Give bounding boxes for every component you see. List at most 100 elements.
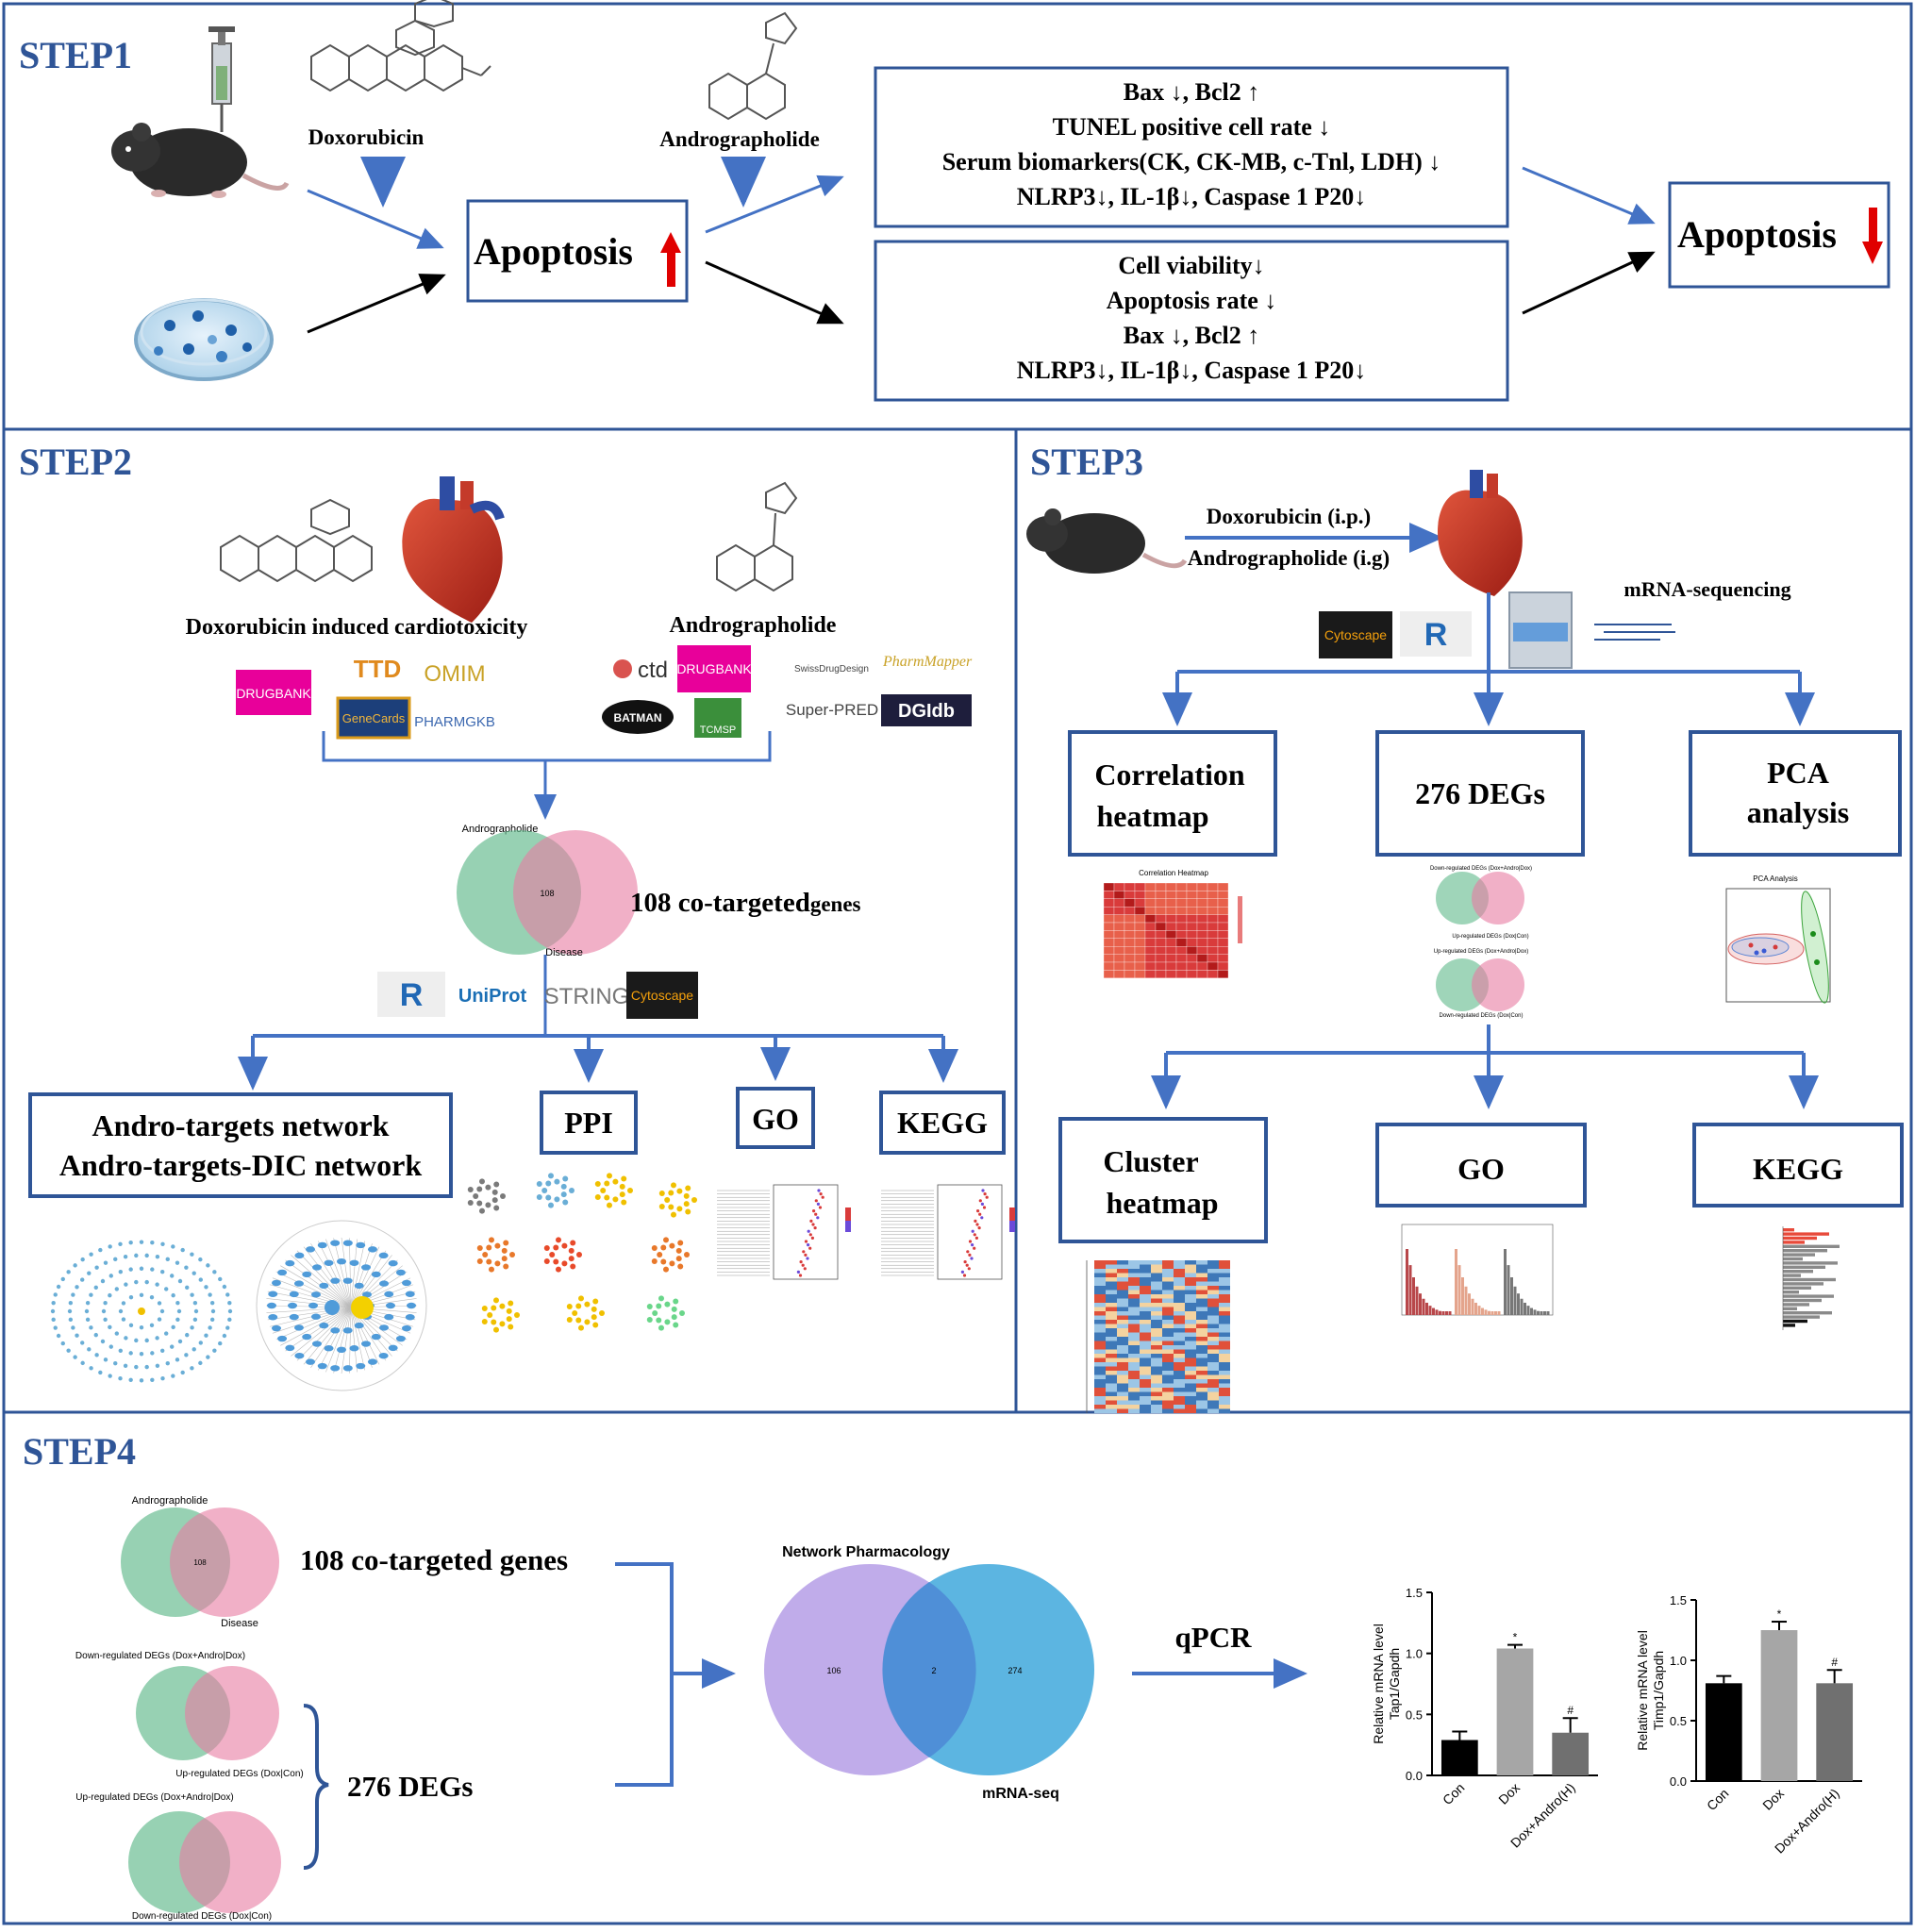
degs-venn-label-2: Up-regulated DEGs (Dox|Con) xyxy=(1452,934,1528,940)
andro-targets-network-thumbnail xyxy=(50,1240,233,1383)
kegg-box-3 xyxy=(1692,1123,1904,1208)
cluster-heatmap-box xyxy=(1058,1117,1268,1243)
venn2-bottom-label: Up-regulated DEGs (Dox|Con) xyxy=(175,1769,303,1779)
down-red-arrow-icon xyxy=(1862,208,1883,264)
qpcr-label: qPCR xyxy=(1175,1621,1253,1654)
significance-mark: * xyxy=(1513,1631,1518,1644)
r-logo-text: R xyxy=(400,977,424,1013)
y-tick-label: 1.0 xyxy=(1406,1647,1423,1661)
doxorubicin-structure-icon xyxy=(310,0,491,92)
batman-logo xyxy=(602,700,674,734)
corr-heatmap-title: Correlation Heatmap xyxy=(1139,869,1208,877)
corr-heatmap-box xyxy=(1068,730,1277,857)
kegg-box-label: KEGG xyxy=(897,1106,988,1140)
tool-logos-step3: Cytoscape R xyxy=(1319,611,1472,658)
r-logo-2-text: R xyxy=(1424,617,1448,653)
syringe-icon xyxy=(208,26,235,132)
x-tick-label: Dox xyxy=(1495,1780,1523,1807)
andrographolide-structure-icon-2 xyxy=(716,481,798,592)
y-axis-label: Relative mRNA levelTap1/Gapdh xyxy=(1371,1624,1402,1744)
invitro-to-result-arrow xyxy=(1522,251,1656,315)
sequencer-icon xyxy=(1508,591,1675,669)
cytoscape-logo-2-text: Cytoscape xyxy=(1324,627,1387,642)
go-box-label: GO xyxy=(752,1102,799,1136)
apoptosis-to-invitro-arrow xyxy=(705,260,844,325)
step4-venn-1: Andrographolide 108 Disease xyxy=(121,1495,279,1629)
genecards-logo-text: GeneCards xyxy=(342,711,406,725)
y-tick-label: 1.5 xyxy=(1406,1586,1423,1600)
invivo-line-3: Serum biomarkers(CK, CK-MB, c-Tnl, LDH) … xyxy=(942,148,1441,175)
merge-bracket xyxy=(615,1562,674,1787)
drugbank-logo-2 xyxy=(677,645,751,692)
tcmsp-logo-text: TCMSP xyxy=(700,724,737,736)
drug-label: Andrographolide xyxy=(670,613,837,638)
genecards-logo xyxy=(336,696,411,740)
step1: STEP1 xyxy=(19,0,1890,402)
corr-box-line2: heatmap xyxy=(1096,799,1208,833)
ttd-logo: TTD xyxy=(354,655,402,683)
step3-title: STEP3 xyxy=(1030,441,1143,483)
venn2-top-label: Down-regulated DEGs (Dox+Andro|Dox) xyxy=(75,1651,245,1661)
r-logo-2 xyxy=(1400,611,1472,657)
string-logo: STRING xyxy=(544,984,630,1009)
step4-title: STEP4 xyxy=(23,1430,136,1473)
apoptosis-to-invivo-arrow xyxy=(705,175,844,234)
tcmsp-logo xyxy=(694,698,741,738)
big-venn-right-label: mRNA-seq xyxy=(982,1786,1059,1802)
apoptosis-up-box xyxy=(466,199,689,303)
mouse-icon-2 xyxy=(1026,508,1188,574)
mrna-seq-label: mRNA-sequencing xyxy=(1624,577,1790,601)
corr-box-line1: Correlation xyxy=(1094,758,1245,791)
x-tick-label: Con xyxy=(1440,1780,1467,1807)
andro-dic-network-thumbnail xyxy=(256,1220,427,1391)
step2: STEP2 Doxorubicin induced cardiotoxicity… xyxy=(19,441,1015,1391)
venn1-top-label: Andrographolide xyxy=(132,1495,208,1507)
bar xyxy=(1705,1683,1742,1781)
dox-ip-label: Doxorubicin (i.p.) xyxy=(1207,505,1371,528)
pharmmapper-logo: PharmMapper xyxy=(882,654,973,670)
venn-disease-circle xyxy=(513,830,638,955)
andrographolide-label: Andrographolide xyxy=(659,127,820,151)
venn1-bottom-label: Disease xyxy=(221,1618,258,1629)
degs-box-label: 276 DEGs xyxy=(1415,776,1545,810)
invitro-line-1: Cell viability↓ xyxy=(1118,252,1264,279)
invivo-results-box xyxy=(874,66,1509,228)
cytoscape-logo-2 xyxy=(1319,611,1392,658)
apoptosis-down-label: Apoptosis xyxy=(1677,213,1837,256)
invitro-line-2: Apoptosis rate ↓ xyxy=(1107,287,1277,314)
petri-dish-icon xyxy=(134,298,274,381)
label-276-degs: 276 DEGs xyxy=(347,1770,474,1803)
invivo-line-2: TUNEL positive cell rate ↓ xyxy=(1053,113,1331,141)
step4: STEP4 Andrographolide 108 Disease 108 co… xyxy=(23,1430,1862,1922)
big-venn: Network Pharmacology 106 2 274 mRNA-seq xyxy=(764,1544,1094,1802)
degs-venn-label-4: Down-regulated DEGs (Dox|Con) xyxy=(1440,1013,1524,1019)
step4-panel xyxy=(2,1410,1913,1925)
dgidb-logo-text: DGIdb xyxy=(898,701,955,722)
doxorubicin-structure-icon-2 xyxy=(220,498,373,583)
apoptosis-down-box xyxy=(1668,181,1890,289)
go-box xyxy=(736,1087,815,1149)
pca-thumb-title: PCA Analysis xyxy=(1753,874,1798,883)
venn1-overlap: 108 xyxy=(193,1558,207,1567)
ctd-logo: ctd xyxy=(638,658,668,683)
swissdrugdesign-logo: SwissDrugDesign xyxy=(794,664,869,675)
degs-venn-label-3: Up-regulated DEGs (Dox+Andro|Dox) xyxy=(1434,949,1528,955)
invivo-to-result-arrow xyxy=(1522,166,1656,225)
cluster-box-line1: Cluster xyxy=(1103,1144,1198,1178)
x-tick-label: Dox xyxy=(1759,1786,1787,1813)
y-tick-label: 1.0 xyxy=(1670,1654,1687,1668)
pca-box-line1: PCA xyxy=(1767,756,1829,790)
degs-brace xyxy=(303,1704,329,1870)
venn-bottom-label: Disease xyxy=(545,947,583,958)
bar xyxy=(1440,1740,1478,1775)
invitro-line-4: NLRP3↓, IL-1β↓, Caspase 1 P20↓ xyxy=(1017,357,1367,384)
big-venn-left-label: Network Pharmacology xyxy=(782,1544,950,1560)
pharmgkb-logo: PHARMGKB xyxy=(414,714,495,730)
x-tick-label: Con xyxy=(1704,1786,1731,1813)
significance-mark: # xyxy=(1567,1704,1574,1717)
drugbank-logo xyxy=(236,670,311,715)
